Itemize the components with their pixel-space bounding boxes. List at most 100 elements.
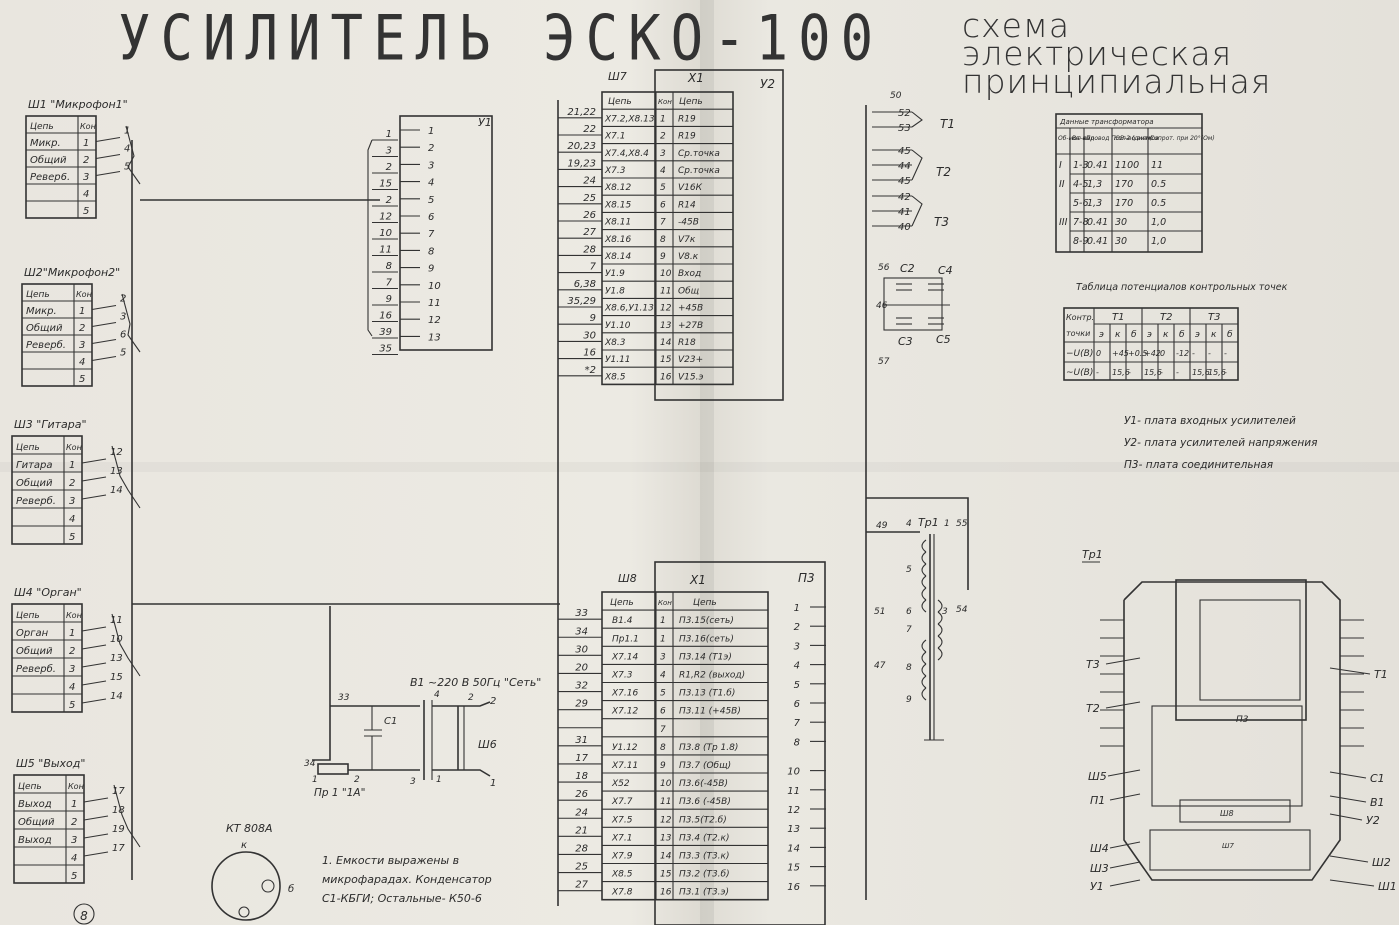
sh7-cell-target: R18 (678, 338, 696, 348)
tr1-winding (921, 563, 927, 577)
sh7-cell-pin: 6 (660, 200, 666, 210)
transistor-label: Т1 (940, 117, 955, 131)
bundle-branch (121, 293, 141, 353)
assembly-leader (1329, 771, 1367, 779)
tr1-winding (921, 675, 927, 689)
u1-right-num: 10 (428, 281, 441, 292)
connector-wire (95, 136, 121, 143)
u1-left-num: 7 (386, 278, 393, 289)
assembly-transformer-core (1199, 599, 1301, 701)
sh8-cell-source: Пр1.1 (612, 634, 639, 644)
assembly-transformer (1175, 579, 1307, 721)
transformer-table-title: Данные трансформатора (1059, 118, 1154, 126)
assembly-label-left: Ш5 (1088, 770, 1107, 783)
transformer-table (1055, 113, 1203, 253)
sh8-cell-target: П3.2 (Т3.б) (679, 870, 730, 880)
connector-cell-pin: 2 (71, 817, 77, 828)
cap-label-c2: С2 (900, 262, 915, 275)
pt-cell: +42 (1144, 349, 1161, 358)
tt-cell: 1-3 (1073, 160, 1089, 171)
bundle-branch (125, 125, 141, 185)
sh7-label: Ш7 (608, 70, 627, 83)
connector-wire (83, 815, 109, 821)
tr1-num: 49 (876, 521, 888, 531)
bundle-branch (113, 784, 141, 848)
u1-left-num: 35 (379, 344, 392, 355)
tt-cell: III (1059, 217, 1068, 228)
sh7-cell-target: R19 (678, 114, 696, 124)
sh8-cell-pin: 16 (660, 888, 672, 898)
connector-wire-number: 4 (124, 144, 130, 155)
connector-wire (81, 626, 107, 632)
p3-pin-num: 14 (787, 843, 800, 854)
connector-wire (81, 644, 107, 650)
assembly-label-left: Ш3 (1090, 862, 1109, 875)
sh7-cell-pin: 10 (660, 269, 672, 279)
connector-cell-pin: 3 (69, 496, 75, 507)
pt-group: Т3 (1208, 312, 1220, 323)
sh8-cell-source: Х8.5 (611, 870, 633, 880)
page-title: УСИЛИТЕЛЬ ЭСКО-100 (118, 2, 884, 75)
connector-wire (81, 698, 107, 704)
pt-cell: - (1224, 368, 1227, 377)
assembly-leader (1329, 795, 1367, 803)
pt-cell: +45 (1112, 349, 1129, 358)
sh7-cell-target: V15.э (678, 372, 703, 382)
sh8-left-num: 24 (575, 807, 588, 818)
connector-cell-chain: Микр. (26, 306, 57, 317)
sh7-x1-label: Х1 (687, 71, 704, 85)
pt-group: Т2 (1160, 312, 1172, 323)
sh7-cell-source: Х8.15 (604, 200, 631, 210)
pt-cell: - (1160, 368, 1163, 377)
tt-header: Об-мот-ка (1058, 135, 1090, 142)
note-line: 1. Емкости выражены в (322, 854, 459, 867)
connector-cell-chain: Общий (18, 816, 55, 828)
sh8-x1-label: Х1 (689, 573, 706, 587)
connector-cell-chain: Реверб. (16, 663, 56, 675)
tt-cell: 30 (1115, 236, 1127, 247)
sh8-cell-target: П3.6(-45В) (679, 779, 728, 789)
tr1-num: 1 (944, 519, 950, 529)
pt-sub: к (1163, 330, 1169, 340)
sh8-left-num: 28 (575, 843, 588, 854)
sh8-header-pin: Кон (658, 599, 672, 607)
cap-node: 56 (878, 263, 890, 273)
tr1-winding (937, 647, 943, 661)
pt-cell: 15,6 (1208, 368, 1226, 377)
tt-cell: 1100 (1115, 160, 1139, 171)
sh8-cell-target: R1,R2 (выход) (679, 671, 745, 681)
pt-cell: -12 (1176, 349, 1189, 358)
connector-wire-number: 13 (110, 466, 123, 477)
connector-cell-pin: 2 (69, 646, 75, 657)
connector-wire-number: 6 (120, 330, 126, 341)
transistor-pin-num: 41 (898, 207, 911, 218)
sh7-cell-source: Х7.3 (604, 166, 626, 176)
connector-title: Ш2"Микрофон2" (24, 266, 120, 279)
sh8-cell-source: Х7.9 (611, 852, 633, 862)
sh7-cell-source: Х8.6,У1.13 (604, 304, 654, 314)
u1-right-num: 4 (428, 178, 434, 189)
assembly-label-right: Ш1 (1378, 880, 1397, 893)
sh8-cell-source: В1.4 (612, 616, 633, 626)
pt-sub: э (1195, 330, 1200, 340)
connector-cell-pin: 1 (69, 628, 75, 639)
connector-wire (95, 153, 121, 160)
connector-wire-number: 14 (110, 485, 123, 496)
assembly-leader (1109, 841, 1141, 849)
u1-right-num: 12 (428, 315, 441, 326)
sh7-cell-target: R14 (678, 200, 696, 210)
sh8-cell-source: Х7.11 (611, 761, 638, 771)
transistor-symbol (911, 195, 923, 227)
sh7-cell-target: Общ (678, 286, 700, 296)
connector-header-pin: Кон (76, 290, 92, 299)
sh8-cell-pin: 13 (660, 833, 672, 843)
connector-cell-pin: 3 (83, 172, 89, 183)
assembly-label-right: У2 (1366, 814, 1380, 827)
kt-pin-b: б (288, 883, 294, 895)
sh8-cell-pin: 5 (660, 689, 666, 699)
sh8-cell-pin: 7 (660, 725, 666, 735)
subtitle-line-1: схема (962, 6, 1071, 45)
switch-out (432, 701, 491, 707)
connector-wire-number: 14 (110, 691, 123, 702)
